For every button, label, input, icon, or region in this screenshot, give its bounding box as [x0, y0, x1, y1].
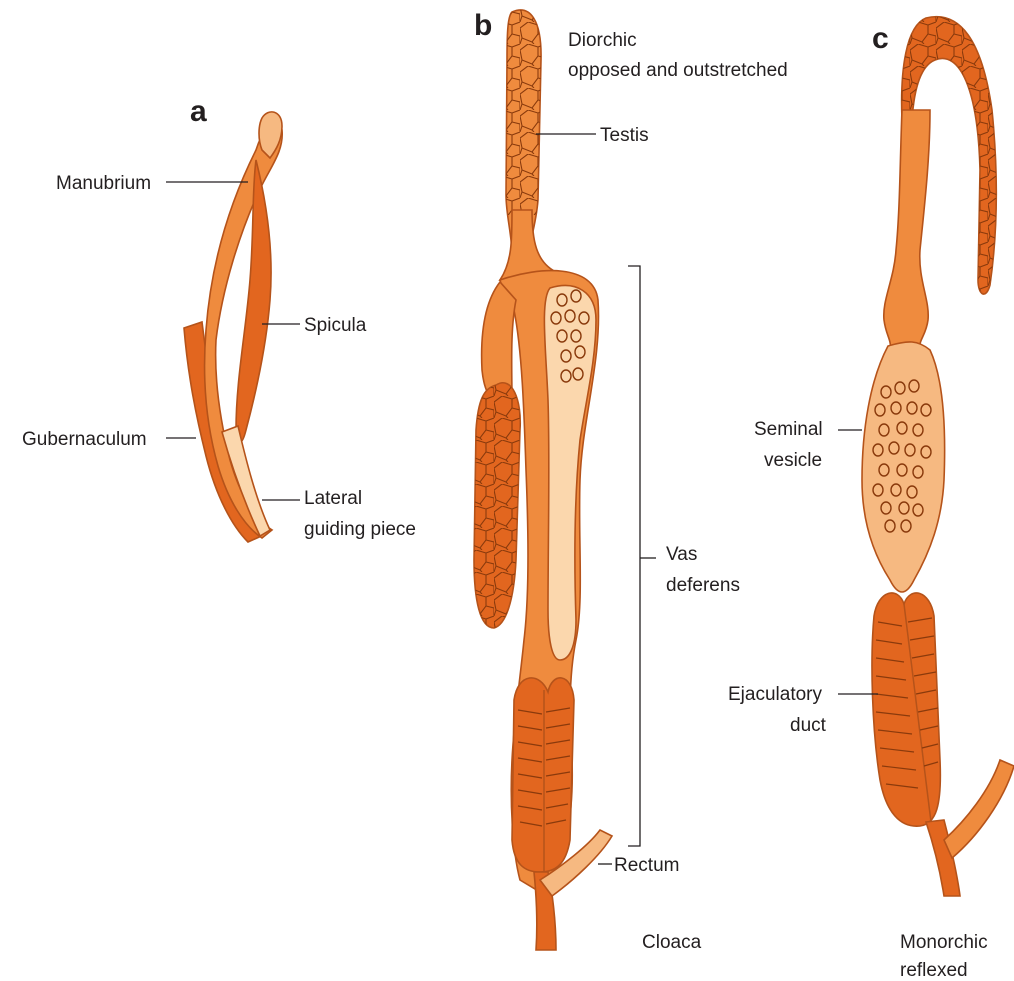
label-ejac-1: Ejaculatory	[728, 684, 822, 705]
anterior-branch-b	[482, 282, 516, 400]
vas-deferens-c-shape	[884, 110, 930, 350]
panel-a: a Manubrium Spicula Gubernaculum Lateral…	[22, 95, 416, 542]
vas-deferens-bracket	[628, 266, 640, 846]
caption-b-2: opposed and outstretched	[568, 60, 788, 81]
panel-letter-a: a	[190, 95, 207, 128]
testis-b-left-cells	[470, 380, 526, 632]
vesicle-b-shape	[544, 286, 596, 660]
label-testis: Testis	[600, 125, 649, 146]
seminal-vesicle-c-shape	[862, 342, 945, 592]
label-cloaca: Cloaca	[642, 932, 702, 953]
label-vas-2: deferens	[666, 575, 740, 596]
caption-b-1: Diorchic	[568, 30, 637, 51]
caption-c-2: reflexed	[900, 960, 968, 981]
rectum-c-shape	[944, 760, 1014, 858]
label-lateral-1: Lateral	[304, 488, 362, 509]
panel-b: b Diorchic opposed and outstretched	[470, 0, 788, 953]
label-ejac-2: duct	[790, 715, 827, 736]
panel-c: c	[728, 10, 1014, 981]
panel-letter-b: b	[474, 9, 492, 42]
label-lateral-2: guiding piece	[304, 519, 416, 540]
label-seminal-2: vesicle	[764, 450, 822, 471]
label-spicula: Spicula	[304, 315, 367, 336]
label-vas-1: Vas	[666, 544, 697, 565]
caption-c-1: Monorchic	[900, 932, 988, 953]
label-seminal-1: Seminal	[754, 419, 823, 440]
panel-letter-c: c	[872, 22, 889, 55]
label-gubernaculum: Gubernaculum	[22, 429, 147, 450]
label-manubrium: Manubrium	[56, 173, 151, 194]
label-rectum: Rectum	[614, 855, 679, 876]
